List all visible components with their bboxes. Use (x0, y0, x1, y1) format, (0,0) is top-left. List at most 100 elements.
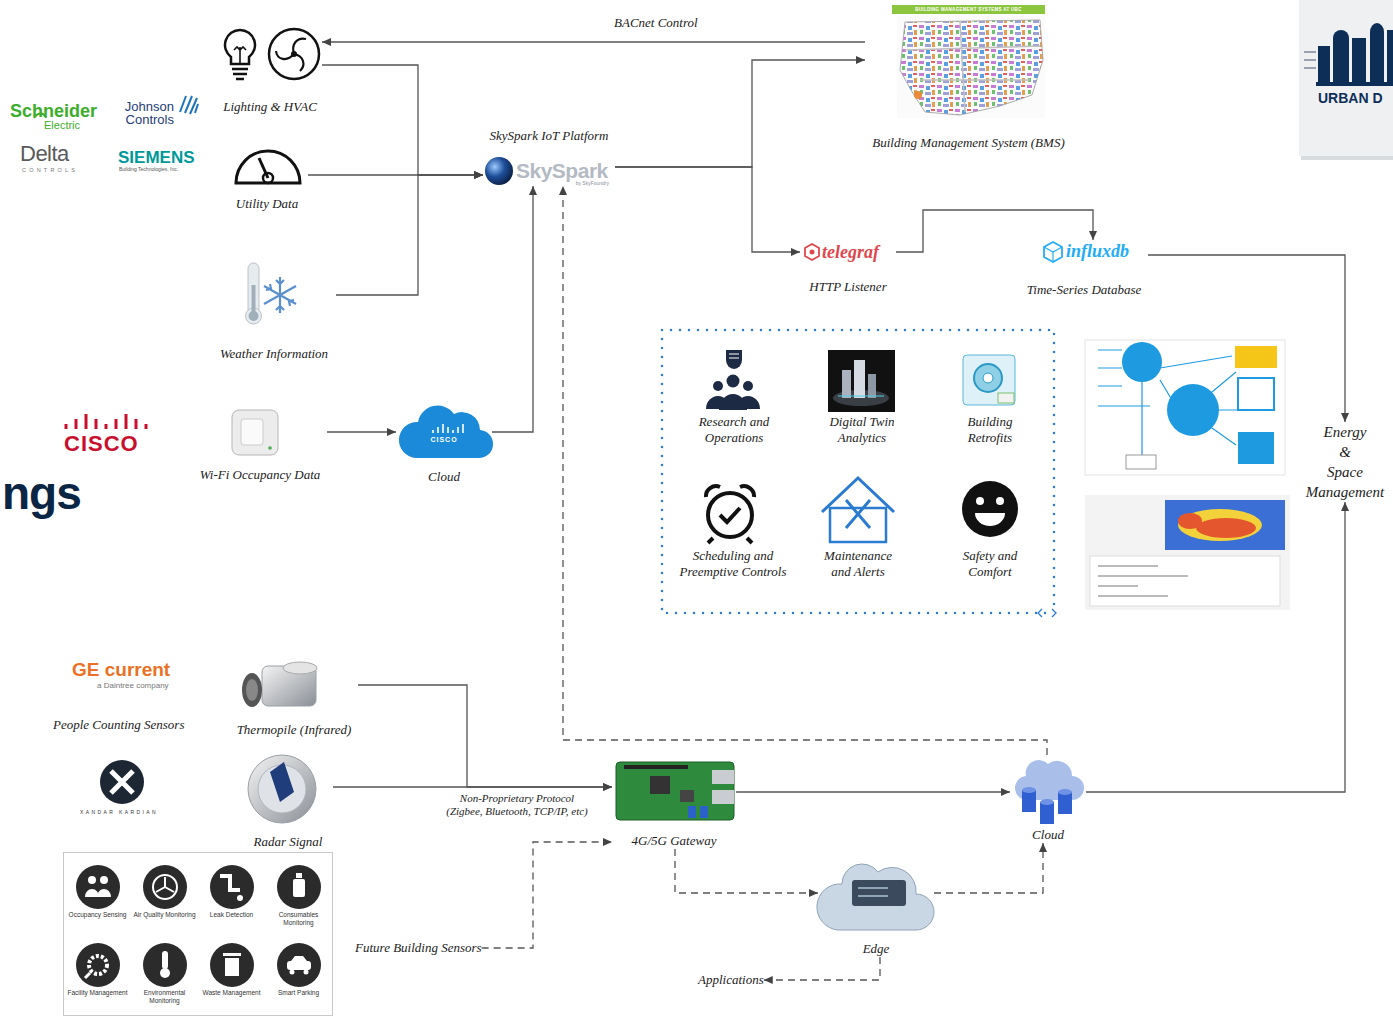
connector-arrow (934, 843, 1043, 893)
data-cloud-icon (1022, 790, 1036, 812)
digital-twin-image (828, 350, 895, 412)
fan-icon (291, 51, 297, 57)
connector-arrow (333, 786, 612, 787)
node-label: Air Quality Monitoring (131, 857, 198, 935)
node-label: telegraf (800, 241, 896, 263)
node-label: Occupancy Sensing (64, 857, 131, 935)
logo-text: XANDAR KARDIAN (80, 809, 158, 815)
research-icon (713, 381, 723, 391)
weather-icon (249, 311, 259, 321)
node-label: Lighting & HVAC (218, 99, 322, 115)
cisco-cloud-icon (399, 406, 493, 458)
data-cloud-icon (1058, 789, 1072, 795)
smiley-icon (962, 481, 1018, 537)
wifi-occupancy-node: Wi-Fi Occupancy Data (193, 405, 327, 483)
edge-label: Non-Proprietary Protocol (Zigbee, Blueto… (440, 792, 594, 818)
group-label: People Counting Sensors (53, 717, 184, 733)
campus-map (914, 91, 922, 99)
weather-icon (264, 277, 296, 313)
logo-text: a Daintree company (97, 681, 169, 690)
title-fragment: ngs (2, 466, 81, 520)
urban-logo-panel (1318, 46, 1330, 82)
sensor-icons (296, 873, 302, 878)
wifi-access-point (268, 446, 272, 450)
connector-arrow (615, 60, 865, 167)
connector-arrow (482, 842, 612, 948)
service-item: Maintenance and Alerts (815, 482, 901, 580)
connector-arrow (358, 685, 612, 787)
sensor-icons (293, 879, 305, 897)
weather-icon (252, 285, 256, 313)
utility-gauge-icon (236, 151, 300, 183)
node-label: SkySpark (483, 158, 615, 183)
sensor-icons (210, 943, 254, 987)
logo-text: Johnson Controls (112, 100, 174, 126)
sensor-icons (220, 876, 240, 890)
dashboard-screenshot (1098, 350, 1238, 455)
edge-label: BACnet Control (612, 15, 700, 31)
logo-text: SIEMENS (118, 148, 195, 168)
campus-map (897, 16, 1045, 118)
connector-arrow (615, 167, 800, 252)
retrofit-icon (963, 355, 1015, 405)
sensor-icons (277, 943, 321, 987)
node-label: Building Management System (BMS) (865, 135, 1072, 151)
node-label: Waste Management (198, 935, 265, 1013)
heatmap-screenshot (1085, 495, 1290, 610)
node-label: BUILDING MANAGEMENT SYSTEMS AT UBC (892, 5, 1045, 14)
dashboard-screenshot (1126, 455, 1156, 469)
heatmap-screenshot (1085, 495, 1290, 610)
node-label: Cloud (1010, 827, 1086, 843)
node-label: Cloud (396, 469, 492, 485)
smiley-icon (996, 497, 1004, 505)
node-label: Time-Series Database (1020, 282, 1148, 298)
sensor-icons (100, 876, 108, 884)
connector-arrow (327, 431, 396, 432)
radar-sensor (270, 762, 294, 802)
data-cloud-icon (1040, 802, 1054, 824)
urban-logo-panel (1352, 38, 1366, 82)
research-icon (743, 381, 753, 391)
campus-map (897, 16, 1045, 118)
sensor-icons (237, 895, 243, 901)
thermopile-sensor (283, 662, 317, 674)
connector-arrow (1148, 255, 1345, 422)
xandar-logo (100, 760, 144, 804)
service-item: Safety and Comfort (945, 482, 1035, 580)
cisco-cloud-icon (399, 406, 493, 458)
heatmap-screenshot (1098, 566, 1188, 596)
utility-gauge-icon (236, 151, 300, 183)
bms-node: BUILDING MANAGEMENT SYSTEMS AT UBC Buildi… (865, 5, 1072, 151)
digital-twin-image (842, 370, 851, 398)
raspberry-pi-gateway (712, 770, 734, 784)
edge-cloud-icon (817, 864, 934, 930)
sensor-icons (225, 958, 239, 976)
cisco-logo-bars (66, 414, 146, 429)
influxdb-logo (1044, 242, 1062, 262)
weather-node: Weather Information (212, 262, 336, 362)
connector-arrow (1086, 502, 1345, 792)
lighting-icon (225, 30, 255, 64)
influxdb-logo (1044, 247, 1062, 262)
node-label: SkySpark IoT Platform (483, 128, 615, 144)
fan-icon (276, 39, 306, 71)
edge-cloud-icon (852, 880, 906, 906)
gateway-node: 4G/5G Gateway (612, 755, 736, 849)
node-label: Maintenance and Alerts (815, 548, 901, 580)
alarm-clock-icon (706, 486, 754, 543)
data-cloud-icon (1058, 792, 1072, 814)
node-label: Facility Management (64, 935, 131, 1013)
node-label: Safety and Comfort (945, 548, 1035, 580)
node-label: Consumables Monitoring (265, 857, 332, 935)
connector-arrow (675, 849, 818, 893)
urban-logo-panel (1299, 0, 1393, 156)
urban-logo-panel (1333, 30, 1349, 82)
logo-text: URBAN D (1318, 90, 1383, 106)
logo-text: Electric (44, 119, 80, 131)
wifi-access-point (232, 410, 278, 455)
raspberry-pi-gateway (688, 806, 696, 818)
node-label: Thermopile (Infrared) (230, 722, 358, 738)
sensor-icons (210, 865, 254, 909)
